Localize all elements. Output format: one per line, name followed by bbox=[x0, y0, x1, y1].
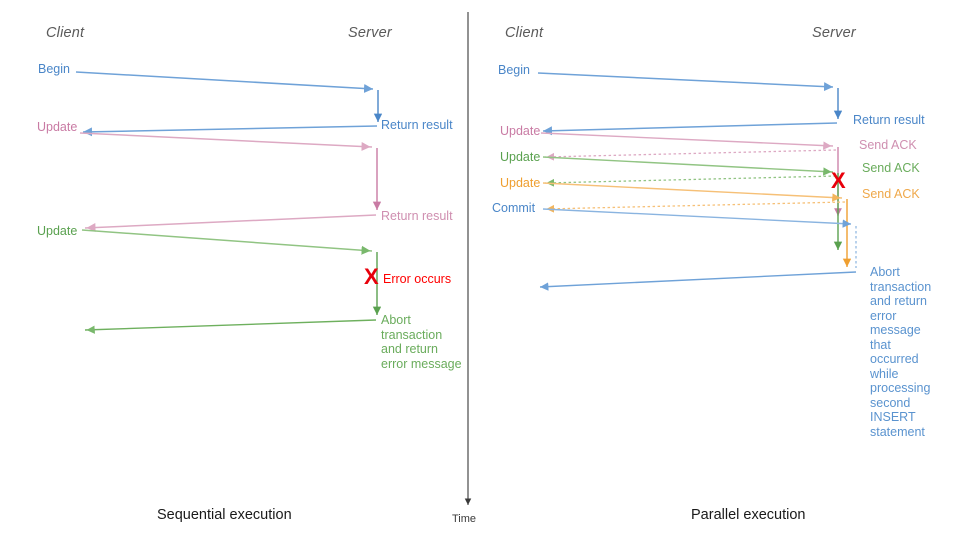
arrow-left-abort-return bbox=[84, 319, 377, 334]
arrow-left-update-1 bbox=[79, 132, 373, 151]
left-lane-server-label: Server bbox=[348, 25, 392, 41]
right-message-return-result: Return result bbox=[853, 113, 925, 127]
error-x-icon-left: X bbox=[364, 264, 379, 289]
right-message-update-1: Update bbox=[500, 124, 541, 138]
arrow-right-ack-1 bbox=[544, 149, 837, 161]
right-lane-server-label: Server bbox=[812, 25, 856, 41]
left-message-return-result-1: Return result bbox=[381, 118, 453, 132]
right-panel-caption: Parallel execution bbox=[691, 507, 806, 523]
left-message-return-result-2: Return result bbox=[381, 209, 453, 223]
right-message-abort: Abort transaction and return error messa… bbox=[870, 265, 932, 439]
left-message-error-occurs: Error occurs bbox=[383, 272, 452, 286]
time-axis-label: Time bbox=[452, 513, 477, 525]
arrow-right-return bbox=[542, 122, 838, 136]
right-panel-arrows bbox=[537, 72, 857, 291]
right-message-send-ack-2: Send ACK bbox=[862, 161, 920, 175]
arrow-right-update-3 bbox=[542, 182, 843, 202]
left-message-begin: Begin bbox=[38, 62, 70, 76]
right-message-commit: Commit bbox=[492, 201, 536, 215]
right-message-update-2: Update bbox=[500, 150, 541, 164]
left-message-abort: Abort transaction and return error messa… bbox=[381, 313, 462, 371]
arrow-right-begin bbox=[537, 72, 834, 92]
arrow-left-return-1 bbox=[82, 125, 378, 137]
arrow-right-update-2 bbox=[542, 156, 834, 176]
right-message-update-3: Update bbox=[500, 176, 541, 190]
left-lane-client-label: Client bbox=[46, 25, 85, 41]
left-message-update-2: Update bbox=[37, 224, 78, 238]
arrow-right-abort-return bbox=[539, 271, 857, 291]
arrow-left-update-2 bbox=[81, 229, 373, 255]
left-panel-arrows bbox=[75, 71, 383, 334]
error-x-icon-right: X bbox=[831, 168, 846, 193]
arrow-left-return-2 bbox=[84, 214, 377, 233]
right-message-send-ack-3: Send ACK bbox=[862, 187, 920, 201]
left-panel-caption: Sequential execution bbox=[157, 507, 292, 523]
right-message-begin: Begin bbox=[498, 63, 530, 77]
right-message-send-ack-1: Send ACK bbox=[859, 138, 917, 152]
left-message-update-1: Update bbox=[37, 120, 78, 134]
arrow-right-update-1 bbox=[540, 132, 834, 150]
right-lane-client-label: Client bbox=[505, 25, 544, 41]
arrow-right-commit bbox=[542, 208, 852, 228]
arrow-right-ack-3 bbox=[544, 201, 846, 213]
arrow-right-ack-2 bbox=[544, 175, 837, 187]
arrow-left-begin bbox=[75, 71, 374, 93]
